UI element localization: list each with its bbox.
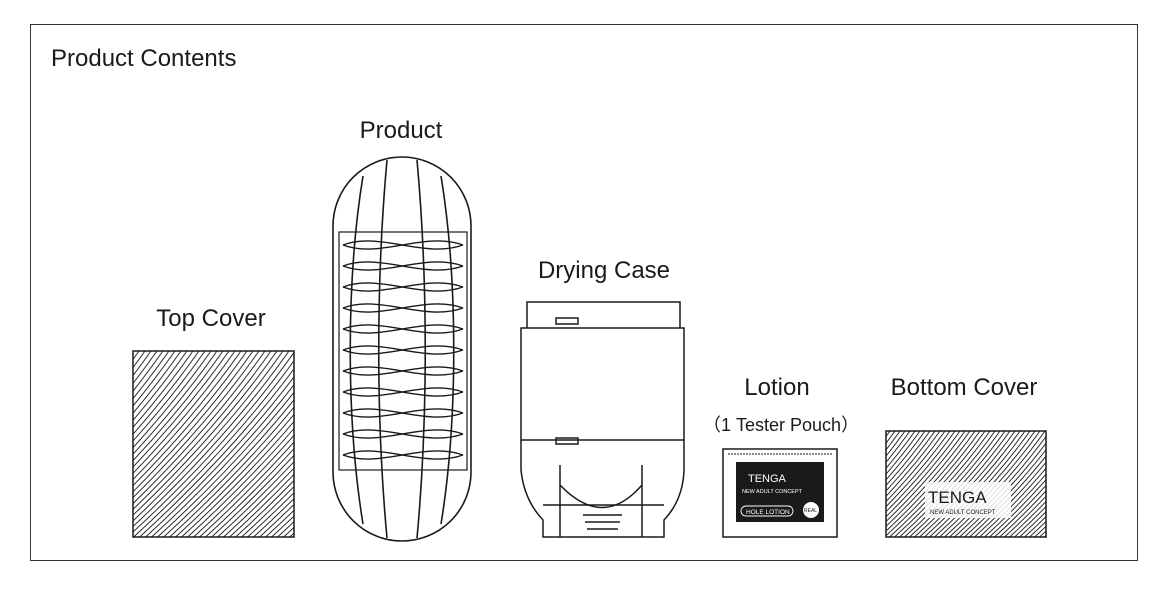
pouch-brand-text: TENGA bbox=[748, 473, 787, 485]
lotion-pouch-illustration: TENGA NEW ADULT CONCEPT HOLE LOTION REAL bbox=[722, 448, 838, 538]
label-product: Product bbox=[359, 117, 443, 144]
bottom-cover-illustration: TENGA NEW ADULT CONCEPT bbox=[885, 430, 1047, 538]
drying-case-illustration bbox=[520, 301, 685, 538]
bottom-cover-brand-text: TENGA bbox=[928, 488, 987, 507]
product-illustration bbox=[332, 156, 472, 542]
label-lotion: Lotion bbox=[744, 374, 810, 401]
top-cover-illustration bbox=[132, 350, 295, 538]
pouch-badge-text: REAL bbox=[804, 508, 817, 514]
label-lotion-note: （1 Tester Pouch） bbox=[702, 415, 860, 435]
pouch-product-text: HOLE LOTION bbox=[746, 509, 790, 516]
label-drying-case: Drying Case bbox=[537, 257, 671, 284]
pouch-tagline-text: NEW ADULT CONCEPT bbox=[742, 489, 803, 495]
panel-title: Product Contents bbox=[51, 45, 237, 72]
bottom-cover-tagline-text: NEW ADULT CONCEPT bbox=[930, 510, 996, 516]
label-bottom-cover: Bottom Cover bbox=[890, 374, 1038, 401]
label-top-cover: Top Cover bbox=[156, 305, 266, 332]
product-contents-panel: Product Contents bbox=[30, 24, 1138, 561]
